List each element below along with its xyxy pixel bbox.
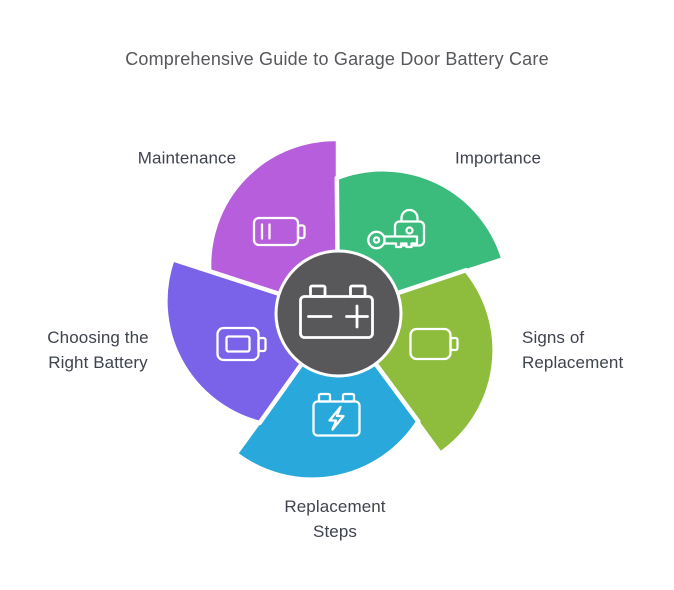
page-title: Comprehensive Guide to Garage Door Batte…: [125, 49, 549, 69]
center-hub-circle: [277, 252, 400, 375]
car-battery-icon: [299, 284, 374, 339]
battery-outline-icon: [409, 327, 459, 361]
label-replacement-steps: Replacement Steps: [284, 497, 386, 541]
label-maintenance: Maintenance: [137, 148, 237, 168]
battery-bolt-icon: [312, 392, 361, 437]
lock-key-icon: [367, 208, 426, 250]
petal-icon-group: [216, 208, 459, 437]
center-hub: [274, 249, 403, 378]
battery-level-icon: [252, 216, 306, 247]
battery-cell-icon: [216, 326, 267, 362]
label-signs-of-replacement: Signs of Replacement: [522, 328, 624, 372]
label-choosing-right-battery: Choosing the Right Battery: [47, 328, 149, 372]
petal-replacement-steps: [233, 310, 421, 482]
label-importance: Importance: [454, 148, 542, 168]
